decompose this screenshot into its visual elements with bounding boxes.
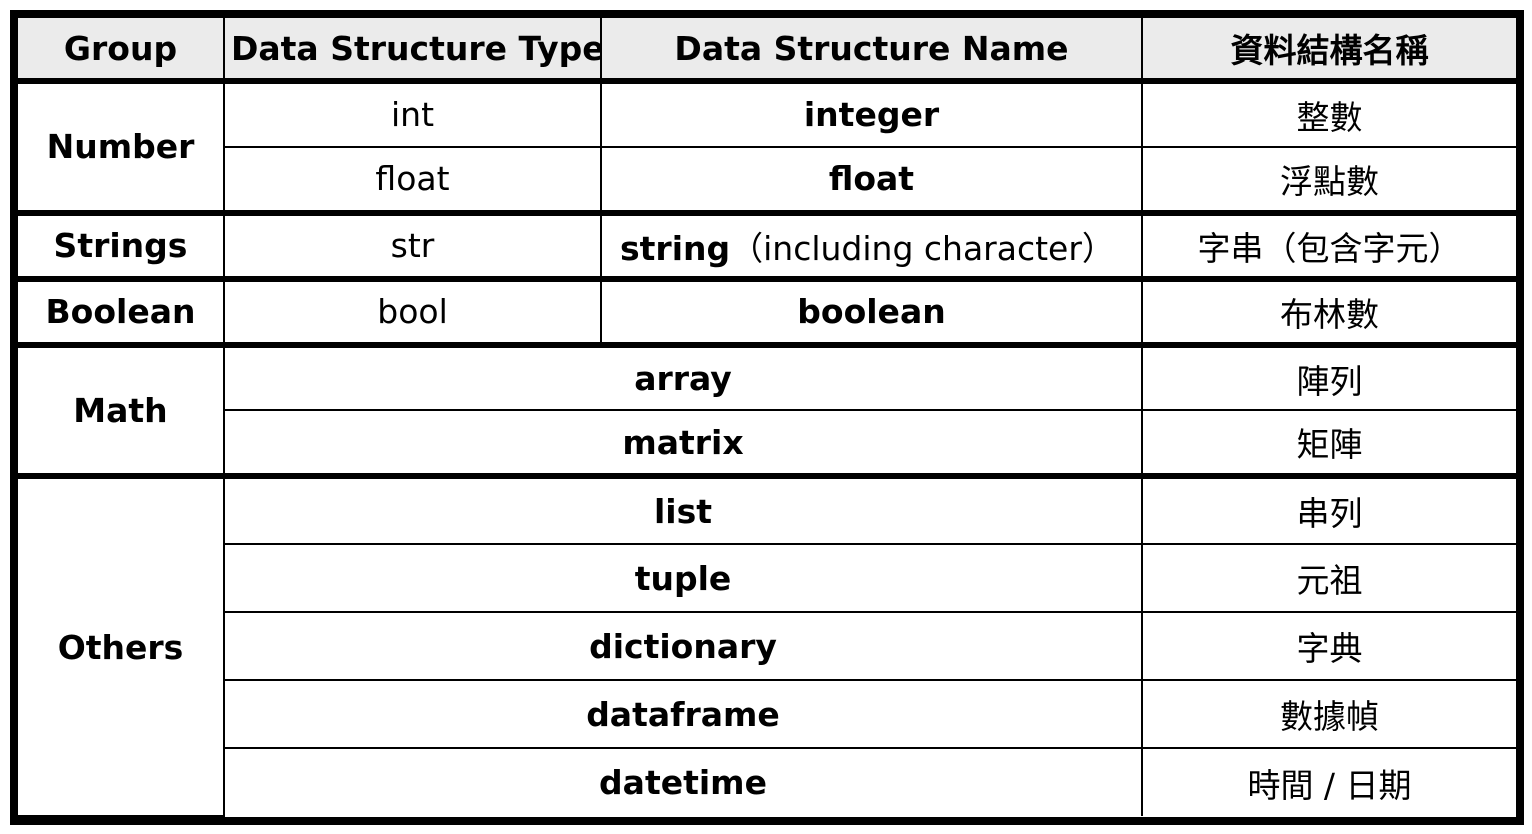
type-cell: int <box>223 80 602 148</box>
data-structure-table: Group Data Structure Type Data Structure… <box>18 18 1516 817</box>
group-label-others: Others <box>18 473 225 817</box>
table-row: float float 浮點數 <box>18 145 1516 214</box>
group-label-boolean: Boolean <box>18 275 225 346</box>
table-row: Math array 陣列 <box>18 341 1516 478</box>
name-main: string <box>620 228 731 268</box>
name-cell: integer <box>600 80 1143 148</box>
name-cell: tuple <box>224 543 1143 614</box>
group-number: Number int integer 整數 float float 浮點數 <box>18 80 1516 214</box>
chinese-cell: 布林數 <box>1141 275 1516 346</box>
name-cell: list <box>223 473 1143 546</box>
chinese-cell: 數據幀 <box>1141 679 1516 750</box>
group-strings: Strings str string（including character） … <box>18 209 1516 280</box>
table-row: Number int integer 整數 <box>18 80 1516 214</box>
name-cell: boolean <box>600 275 1143 346</box>
chinese-cell: 元祖 <box>1141 543 1516 614</box>
table-row: dictionary 字典 <box>18 611 1516 682</box>
name-extra: （including character） <box>730 228 1115 268</box>
table-row: Strings str string（including character） … <box>18 209 1516 280</box>
chinese-cell: 浮點數 <box>1141 145 1516 214</box>
header-name: Data Structure Name <box>600 18 1143 84</box>
table-row: dataframe 數據幀 <box>18 679 1516 750</box>
name-cell: dictionary <box>224 611 1143 682</box>
group-others: Others list 串列 tuple 元祖 dictionary 字典 da… <box>18 473 1516 817</box>
name-cell: dataframe <box>224 679 1143 750</box>
chinese-cell: 字典 <box>1141 611 1516 682</box>
type-cell: str <box>223 209 602 280</box>
name-cell: matrix <box>224 409 1143 478</box>
chinese-cell: 陣列 <box>1141 341 1516 412</box>
table-row: Others list 串列 <box>18 473 1516 817</box>
table-row: datetime 時間 / 日期 <box>18 747 1516 816</box>
name-cell: float <box>600 145 1143 214</box>
header-row: Group Data Structure Type Data Structure… <box>18 18 1516 84</box>
chinese-cell: 串列 <box>1141 473 1516 546</box>
table-row: matrix 矩陣 <box>18 409 1516 478</box>
type-cell: bool <box>223 275 602 346</box>
group-label-math: Math <box>18 341 225 478</box>
header-chinese: 資料結構名稱 <box>1141 18 1516 84</box>
group-boolean: Boolean bool boolean 布林數 <box>18 275 1516 346</box>
table-row: tuple 元祖 <box>18 543 1516 614</box>
table-row: Boolean bool boolean 布林數 <box>18 275 1516 346</box>
name-cell: array <box>223 341 1143 412</box>
header-type: Data Structure Type <box>223 18 602 84</box>
group-label-strings: Strings <box>18 209 225 280</box>
group-label-number: Number <box>18 80 225 214</box>
name-cell: datetime <box>224 747 1143 816</box>
chinese-cell: 整數 <box>1141 80 1516 148</box>
chinese-cell: 時間 / 日期 <box>1141 747 1516 816</box>
name-cell: string（including character） <box>600 209 1143 280</box>
table-header: Group Data Structure Type Data Structure… <box>18 18 1516 84</box>
header-group: Group <box>18 18 225 84</box>
chinese-cell: 矩陣 <box>1141 409 1516 478</box>
group-math: Math array 陣列 matrix 矩陣 <box>18 341 1516 478</box>
data-structure-table-frame: Group Data Structure Type Data Structure… <box>10 10 1524 825</box>
chinese-cell: 字串（包含字元） <box>1141 209 1516 280</box>
type-cell: float <box>224 145 602 214</box>
